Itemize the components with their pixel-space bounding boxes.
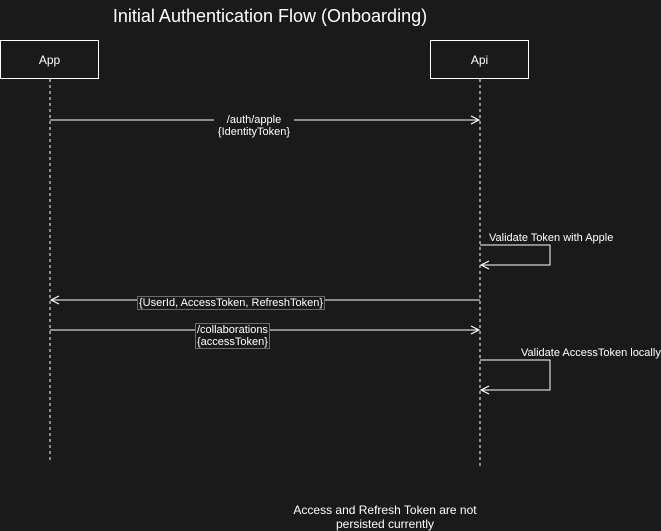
auth-apple-label: /auth/apple {IdentityToken} <box>214 114 294 138</box>
actor-app-label: App <box>38 52 61 67</box>
tokens-response-label: {UserId, AccessToken, RefreshToken} <box>137 296 326 310</box>
collaborations-label-line1: /collaborations <box>197 324 268 336</box>
auth-apple-label-line2: {IdentityToken} <box>217 126 291 138</box>
persistence-note-line1: Access and Refresh Token are not <box>293 503 477 517</box>
collaborations-label-line2: {accessToken} <box>197 336 268 348</box>
validate-apple-label: Validate Token with Apple <box>489 232 614 244</box>
validate-access-loop <box>480 359 551 390</box>
collaborations-label: /collaborations {accessToken} <box>195 323 270 349</box>
auth-apple-label-line1: /auth/apple <box>226 114 282 126</box>
actor-api-label: Api <box>470 52 489 67</box>
persistence-note: Access and Refresh Token are not persist… <box>272 503 498 531</box>
diagram-title: Initial Authentication Flow (Onboarding) <box>112 6 428 26</box>
actor-api: Api <box>430 40 529 79</box>
persistence-note-line2: persisted currently <box>335 517 435 531</box>
actor-app: App <box>0 40 99 79</box>
validate-apple-loop <box>480 244 551 265</box>
validate-access-label: Validate AccessToken locally <box>521 347 661 359</box>
